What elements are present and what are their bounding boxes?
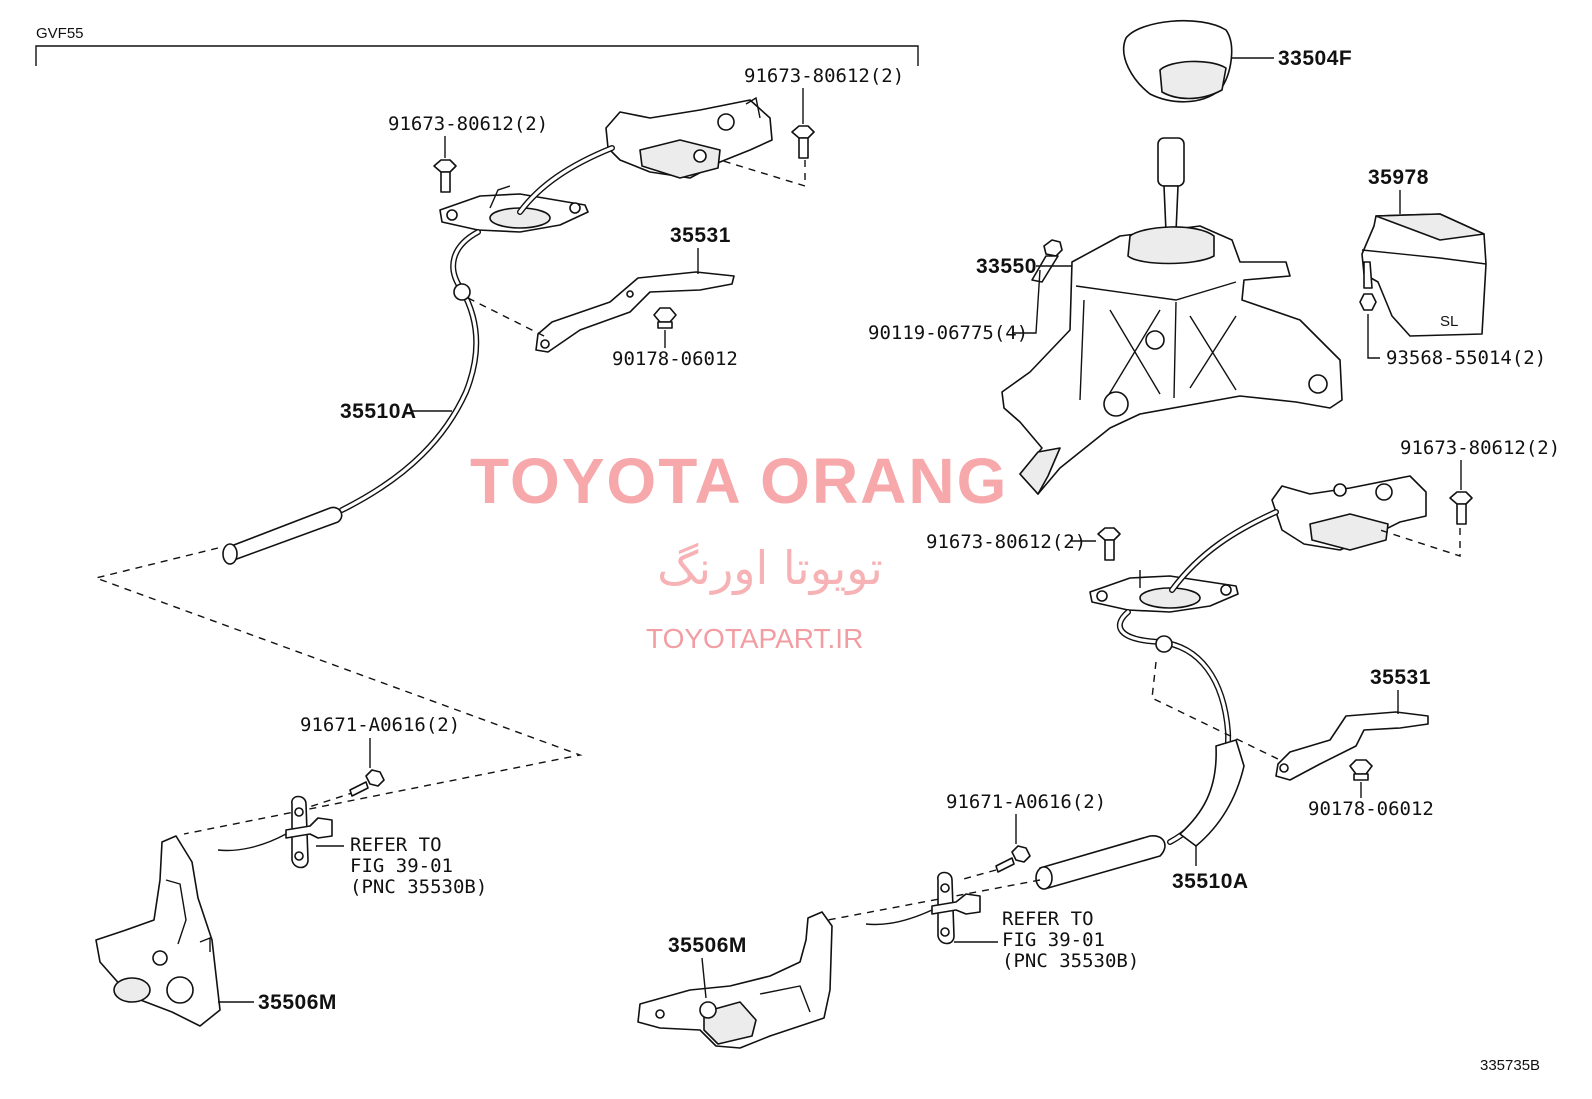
bracket-35531-left <box>535 271 735 353</box>
guide-line-left-cable <box>93 547 583 835</box>
label-cable-35510a-right: 35510A <box>1172 870 1249 893</box>
bolt-91673-left-b <box>791 125 815 159</box>
bolt-91671-lower-right <box>995 845 1031 873</box>
label-bolt-91673-left-b: 91673-80612(2) <box>744 65 904 87</box>
group-bracket-line <box>35 45 919 66</box>
guide-line-right-cable <box>827 879 1041 921</box>
switch-marking: SL <box>1440 313 1458 330</box>
cable-clamp-lower-right <box>865 871 981 945</box>
cable-35510a-left <box>339 229 481 513</box>
cable-grommet-right <box>1155 635 1173 653</box>
cable-sleeve-left <box>222 506 343 565</box>
label-cable-35510a-left: 35510A <box>340 400 417 423</box>
label-bracket-35531-right: 35531 <box>1370 666 1431 689</box>
shift-lever-rod <box>1157 137 1185 233</box>
cable-grommet-left <box>453 283 471 301</box>
watermark-site: TOYOTAPART.IR <box>646 623 863 654</box>
label-knob: 33504F <box>1278 47 1352 70</box>
label-switch-35978: 35978 <box>1368 166 1429 189</box>
refer-right-line3: (PNC 35530B) <box>1002 950 1139 972</box>
cable-bracket-plate-left <box>439 185 589 233</box>
guide-line-left-bracket <box>467 297 549 339</box>
watermark-brand-persian: تویوتا اورنگ <box>657 541 883 596</box>
label-bolt-91671-left: 91671-A0616(2) <box>300 714 460 736</box>
leader-bolt-90119 <box>1012 269 1041 334</box>
bolt-91673-right-b <box>1449 491 1473 525</box>
label-bracket-35506m-right: 35506M <box>668 934 747 957</box>
refer-left-line2: FIG 39-01 <box>350 855 453 877</box>
leader-bracket-35506m-right <box>701 957 707 999</box>
label-bracket-35506m-left: 35506M <box>258 991 337 1014</box>
switch-35978: SL <box>1361 213 1487 337</box>
bracket-35506m-lower-left <box>95 835 221 1027</box>
cable-sleeve-right <box>1035 835 1166 890</box>
refer-left-line3: (PNC 35530B) <box>350 876 487 898</box>
cable-end-bracket-top-right <box>1271 475 1427 551</box>
label-shift-lever-assy: 33550 <box>976 255 1037 278</box>
shift-lever-assy-33550 <box>1001 225 1343 495</box>
cable-end-bracket-top-left <box>605 96 773 179</box>
bolt-91673-left-a <box>433 159 457 193</box>
refer-left-line1: REFER TO <box>350 834 442 856</box>
cable-clamp-lower-left <box>217 795 333 869</box>
nut-90178-right <box>1349 759 1373 781</box>
shift-knob-33504f <box>1122 19 1233 103</box>
bracket-35531-right <box>1275 711 1429 781</box>
label-nut-90178-right: 90178-06012 <box>1308 798 1434 820</box>
watermark-brand: TOYOTA ORANG <box>470 445 1008 517</box>
bolt-91671-lower-left <box>349 769 385 797</box>
guide-line-left-lower-bolt <box>299 791 356 811</box>
guide-line-right-bolt <box>1379 528 1461 557</box>
guide-line-right-bracket <box>1151 661 1281 761</box>
bolt-91673-right-a <box>1097 527 1121 561</box>
label-screw-93568: 93568-55014(2) <box>1386 347 1546 369</box>
bolt-90119 <box>1031 239 1063 283</box>
leader-screw-93568 <box>1367 314 1380 359</box>
label-bracket-35531-left: 35531 <box>670 224 731 247</box>
label-bolt-91673-right-a: 91673-80612(2) <box>926 531 1086 553</box>
label-bolt-91673-left-a: 91673-80612(2) <box>388 113 548 135</box>
refer-right-line1: REFER TO <box>1002 908 1094 930</box>
guide-line-left-bolt <box>719 159 806 187</box>
label-bolt-91671-right: 91671-A0616(2) <box>946 791 1106 813</box>
cable-bracket-plate-right <box>1089 570 1239 613</box>
screw-93568 <box>1359 261 1377 311</box>
figure-id: 335735B <box>1480 1057 1540 1074</box>
label-bolt-90119: 90119-06775(4) <box>868 322 1028 344</box>
label-bolt-91673-right-b: 91673-80612(2) <box>1400 437 1560 459</box>
cable-boot-right <box>1179 739 1245 847</box>
nut-90178-left <box>653 307 677 329</box>
label-nut-90178-left: 90178-06012 <box>612 348 738 370</box>
model-code: GVF55 <box>36 25 84 42</box>
bracket-35506m-lower-right <box>637 911 833 1049</box>
refer-right-line2: FIG 39-01 <box>1002 929 1105 951</box>
guide-line-right-lower-bolt <box>959 869 997 881</box>
